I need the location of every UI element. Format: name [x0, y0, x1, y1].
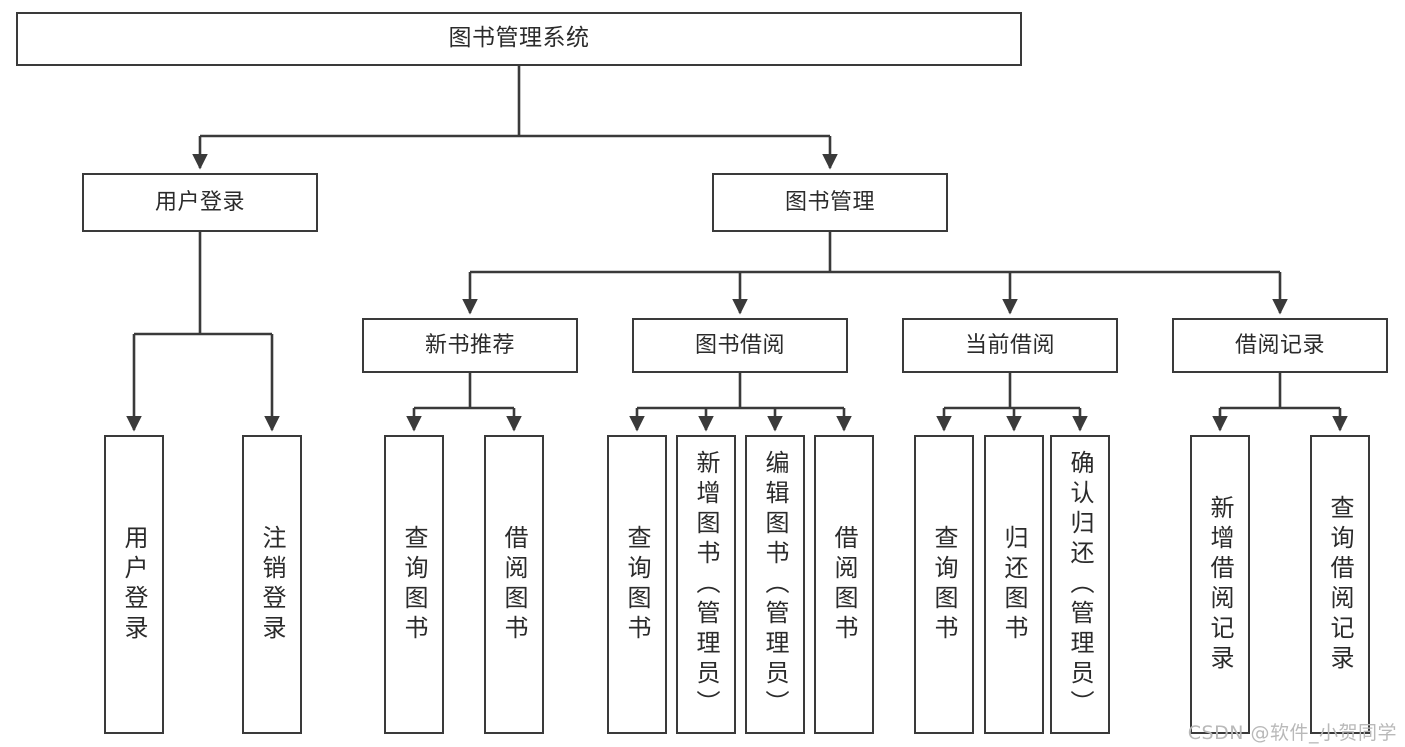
leaf-add-record-label: 新增借阅记录: [1206, 494, 1234, 675]
leaf-query-book-2-label: 查询图书: [623, 524, 651, 645]
leaf-borrow-book-2[interactable]: 借阅图书: [814, 435, 874, 734]
leaf-borrow-book-1[interactable]: 借阅图书: [484, 435, 544, 734]
node-root[interactable]: 图书管理系统: [16, 12, 1022, 66]
leaf-query-book-3[interactable]: 查询图书: [914, 435, 974, 734]
node-current-borrow-label: 当前借阅: [964, 332, 1055, 358]
leaf-borrow-book-1-label: 借阅图书: [500, 524, 528, 645]
leaf-logout-login[interactable]: 注销登录: [242, 435, 302, 734]
leaf-return-book-label: 归还图书: [1000, 524, 1028, 645]
node-new-book-recommend-label: 新书推荐: [424, 332, 515, 358]
node-user-login-label: 用户登录: [154, 189, 245, 215]
leaf-confirm-return-label: 确认归还（管理员）: [1066, 449, 1094, 720]
node-book-borrow[interactable]: 图书借阅: [632, 318, 848, 373]
node-book-borrow-label: 图书借阅: [694, 332, 785, 358]
leaf-confirm-return[interactable]: 确认归还（管理员）: [1050, 435, 1110, 734]
node-current-borrow[interactable]: 当前借阅: [902, 318, 1118, 373]
node-book-management-label: 图书管理: [784, 189, 875, 215]
leaf-user-login-label: 用户登录: [120, 524, 148, 645]
leaf-add-record[interactable]: 新增借阅记录: [1190, 435, 1250, 734]
leaf-query-book-1-label: 查询图书: [400, 524, 428, 645]
node-user-login[interactable]: 用户登录: [82, 173, 318, 232]
leaf-query-book-2[interactable]: 查询图书: [607, 435, 667, 734]
leaf-add-book[interactable]: 新增图书（管理员）: [676, 435, 736, 734]
node-borrow-record[interactable]: 借阅记录: [1172, 318, 1388, 373]
leaf-return-book[interactable]: 归还图书: [984, 435, 1044, 734]
leaf-add-book-label: 新增图书（管理员）: [692, 449, 720, 720]
leaf-edit-book[interactable]: 编辑图书（管理员）: [745, 435, 805, 734]
leaf-borrow-book-2-label: 借阅图书: [830, 524, 858, 645]
leaf-query-book-3-label: 查询图书: [930, 524, 958, 645]
node-book-management[interactable]: 图书管理: [712, 173, 948, 232]
leaf-user-login[interactable]: 用户登录: [104, 435, 164, 734]
leaf-edit-book-label: 编辑图书（管理员）: [761, 449, 789, 720]
leaf-query-record-label: 查询借阅记录: [1326, 494, 1354, 675]
node-borrow-record-label: 借阅记录: [1234, 332, 1325, 358]
node-new-book-recommend[interactable]: 新书推荐: [362, 318, 578, 373]
node-root-label: 图书管理系统: [448, 25, 590, 52]
leaf-query-book-1[interactable]: 查询图书: [384, 435, 444, 734]
leaf-logout-login-label: 注销登录: [258, 524, 286, 645]
leaf-query-record[interactable]: 查询借阅记录: [1310, 435, 1370, 734]
